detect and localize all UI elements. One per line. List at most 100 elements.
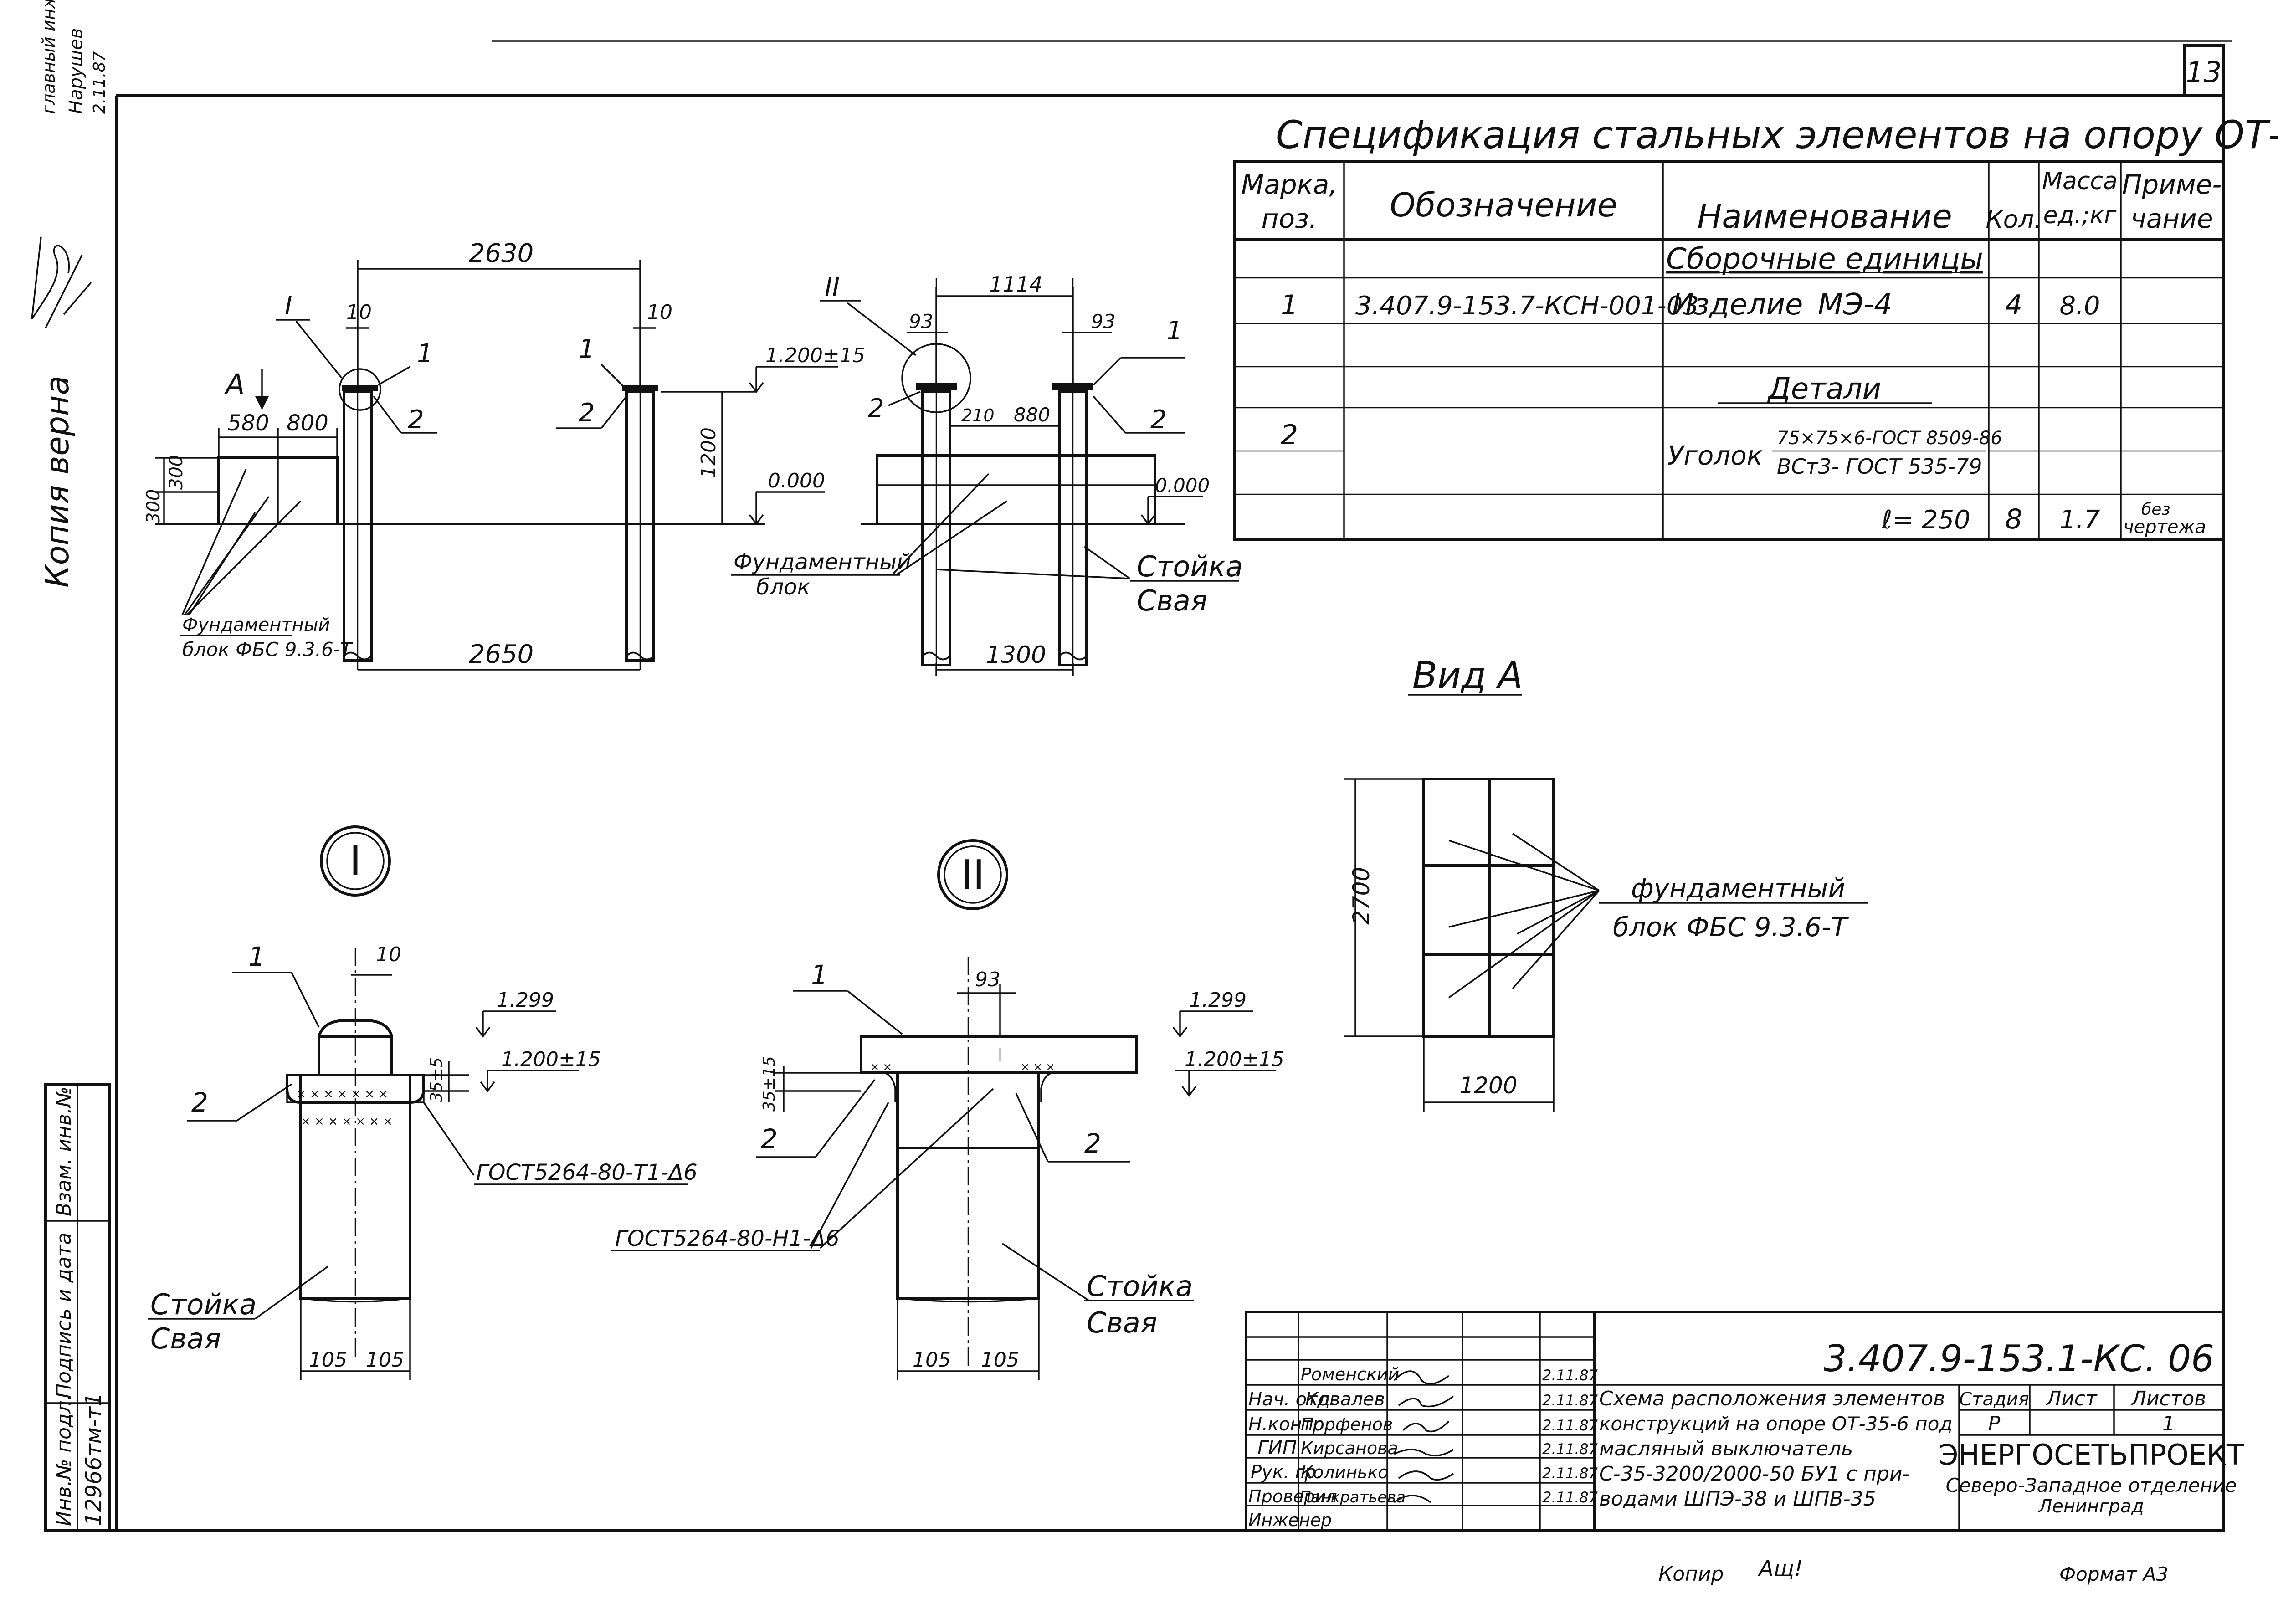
description-2: масляный выключатель — [1599, 1437, 1853, 1460]
stage-value: Р — [1988, 1412, 2001, 1435]
role-5: Инженер — [1248, 1510, 1332, 1530]
spec-row2-profile1: 75×75×6-ГОСТ 8509-86 — [1777, 428, 2002, 449]
spec-header-mark-2: поз. — [1262, 203, 1318, 234]
detail-I-elev-1299: 1.299 — [497, 989, 554, 1012]
dim-2630: 2630 — [469, 239, 534, 268]
callout-2-mid-left: 2 — [868, 394, 884, 423]
found-block-label-1: Фундаментный — [182, 615, 330, 635]
found-block-mid-label-2: блок — [756, 574, 811, 600]
dim-93-right: 93 — [1091, 310, 1115, 333]
elevation-0000-mid: 0.000 — [1155, 474, 1210, 497]
dim-210: 210 — [961, 405, 995, 425]
footer: Копир Ащ! Формат А3 — [1658, 1556, 2168, 1586]
elevation-1200-left: 1.200±15 — [765, 344, 865, 367]
spec-row1-name: Изделие — [1672, 288, 1803, 322]
dim-1200-horizontal: 1200 — [1459, 1072, 1517, 1099]
role-4: Проверил — [1248, 1486, 1337, 1506]
signatures — [1393, 1370, 1454, 1503]
name-0: Роменский — [1301, 1364, 1399, 1384]
role-1: Н.контр. — [1248, 1414, 1330, 1435]
stamp-signature-label: Подпись и дата — [52, 1233, 76, 1399]
name-5: Панкратьева — [1299, 1488, 1406, 1506]
spec-row2-name: Уголок — [1667, 440, 1763, 471]
description-3: С-35-3200/2000-50 БУ1 с при- — [1599, 1462, 1909, 1486]
elevation-view-left: 2630 10 10 I 1 2 1 2 А 580 800 — [143, 239, 865, 671]
spec-row1-mark: 1 — [1281, 289, 1298, 321]
detail-II-pile: Свая — [1087, 1306, 1157, 1339]
detail-II-dim-35: 35±15 — [760, 1056, 779, 1112]
dim-93-left: 93 — [909, 310, 933, 333]
date-1: 2.11.87 — [1542, 1392, 1598, 1409]
stamp-inv-label: Инв.№ подл. — [52, 1394, 76, 1526]
spec-header-note-1: Приме- — [2122, 169, 2222, 200]
spec-row2-qty: 8 — [2005, 503, 2022, 535]
dim-10-right: 10 — [647, 301, 672, 324]
detail-II-elev-1299: 1.299 — [1189, 989, 1247, 1012]
view-A-title: Вид А — [1412, 654, 1523, 697]
margin-note-line-3: Нарушев — [66, 28, 87, 114]
plan-view-A: Вид А фундаментный блок ФБС 9.3.6-Т 2700… — [1344, 654, 1868, 1112]
detail-II-post: Стойка — [1087, 1270, 1193, 1303]
org-line-1: ЭНЕРГОСЕТЬПРОЕКТ — [1939, 1438, 2244, 1471]
title-block: 3.407.9-153.1-КС. 06 Нач. отд. Н.контр. … — [1245, 1311, 2244, 1532]
margin-note-line-2: главный инженер проекта — [39, 0, 59, 114]
footer-copied-label: Копир — [1658, 1563, 1724, 1586]
date-2: 2.11.87 — [1542, 1417, 1598, 1434]
detail-II-dim-93: 93 — [975, 968, 1000, 991]
detail-II-gost: ГОСТ5264-80-Н1-Δ6 — [615, 1226, 840, 1251]
detail-II-dim-105-left: 105 — [913, 1348, 951, 1372]
detail-II-circle-label: II — [960, 851, 985, 899]
sheets-header: Листов — [2130, 1387, 2206, 1410]
elevation-view-middle: 1114 93 93 210 880 1300 II 2 1 2 0.000 Ф… — [731, 272, 1243, 676]
spec-row2-mark: 2 — [1281, 419, 1298, 451]
role-0: Нач. отд. — [1248, 1389, 1336, 1410]
spec-row2-note-1: без — [2141, 500, 2170, 519]
dim-580: 580 — [227, 410, 269, 436]
date-3: 2.11.87 — [1542, 1440, 1598, 1458]
date-4: 2.11.87 — [1542, 1465, 1598, 1482]
margin-note-line-1: Копия верна — [39, 375, 76, 588]
sheet-header: Лист — [2045, 1387, 2098, 1410]
detail-I-dim-105-right: 105 — [366, 1348, 404, 1372]
section-I-label: I — [285, 291, 292, 321]
name-1: Ковалев — [1305, 1389, 1385, 1410]
detail-II-callout-2-right: 2 — [1084, 1128, 1101, 1159]
name-2: Порфенов — [1301, 1414, 1393, 1434]
detail-II-weld-marks-left: × × — [870, 1060, 892, 1073]
dim-1114: 1114 — [989, 272, 1042, 297]
pile-label-mid: Свая — [1137, 584, 1207, 617]
dim-2700: 2700 — [1348, 867, 1375, 925]
detail-I-callout-1: 1 — [248, 941, 265, 972]
detail-II-callout-1: 1 — [811, 959, 828, 990]
description-4: водами ШПЭ-38 и ШПВ-35 — [1599, 1487, 1876, 1511]
detail-II-elev-1200: 1.200±15 — [1185, 1048, 1284, 1071]
stamp-inv-value: 12966тм-т1 — [81, 1393, 107, 1526]
callout-2-right: 2 — [1150, 405, 1167, 435]
detail-II: II × × × × × 93 1 1.299 1.200±15 35±15 2 — [611, 839, 1284, 1380]
spec-row2-length: ℓ= 250 — [1881, 505, 1970, 535]
spec-row2-profile2: ВСт3- ГОСТ 535-79 — [1777, 454, 1982, 479]
dim-2650: 2650 — [469, 640, 534, 669]
org-line-2: Северо-Западное отделение — [1946, 1474, 2237, 1496]
callout-2-left: 2 — [408, 405, 424, 435]
spec-section-details: Детали — [1767, 372, 1881, 406]
spec-header-name: Наименование — [1697, 197, 1952, 236]
sheet-number: 13 — [2186, 56, 2222, 89]
margin-certification-note: Копия верна главный инженер проекта Нару… — [39, 0, 109, 588]
callout-1-mid: 1 — [579, 334, 595, 364]
dim-1300: 1300 — [986, 641, 1046, 669]
spec-row2-mass: 1.7 — [2059, 505, 2100, 535]
detail-I-weld-marks-bottom: × × × × × × × — [301, 1115, 393, 1128]
detail-I-callout-2: 2 — [191, 1087, 208, 1118]
date-5: 2.11.87 — [1542, 1489, 1598, 1506]
name-4: Колинько — [1301, 1462, 1389, 1482]
detail-I-gost: ГОСТ5264-80-Т1-Δ6 — [476, 1160, 698, 1185]
role-3: Рук. гр. — [1251, 1462, 1322, 1483]
view-A-arrow-label: А — [224, 368, 245, 401]
spec-section-assembly: Сборочные единицы — [1666, 242, 1983, 276]
detail-I-pile: Свая — [150, 1322, 221, 1355]
detail-II-weld-marks-right: × × × — [1021, 1060, 1055, 1073]
spec-header-mark-1: Марка, — [1241, 169, 1337, 200]
role-2: ГИП — [1257, 1436, 1297, 1459]
footer-author: Ащ! — [1757, 1556, 1803, 1582]
